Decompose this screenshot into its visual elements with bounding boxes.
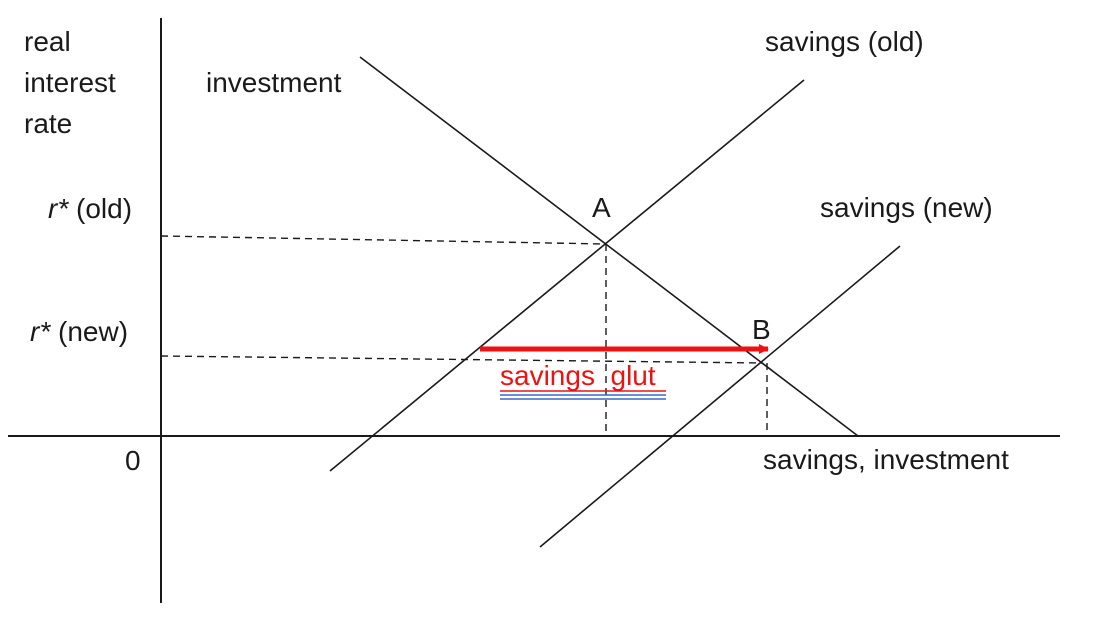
y-axis-label-line3: rate [24,108,72,139]
r-star-old-label: r* (old) [48,193,132,224]
savings-old-curve [329,79,805,472]
y-axis-label-line2: interest [24,67,116,98]
point-a-label: A [592,192,611,223]
r-old-guide-line [160,235,607,245]
investment-label: investment [206,67,342,98]
investment-curve [359,56,859,437]
x-axis-label: savings, investment [763,444,1009,475]
savings-glut-label: savings glut [500,360,656,391]
point-b-label: B [752,314,771,345]
savings-new-curve [539,245,901,548]
y-axis-label-line1: real [24,26,71,57]
r-new-guide-line [160,355,763,364]
r-star-new-label: r* (new) [30,316,128,347]
origin-label: 0 [125,445,141,476]
savings-new-label: savings (new) [820,192,993,223]
savings-old-label: savings (old) [765,26,924,57]
